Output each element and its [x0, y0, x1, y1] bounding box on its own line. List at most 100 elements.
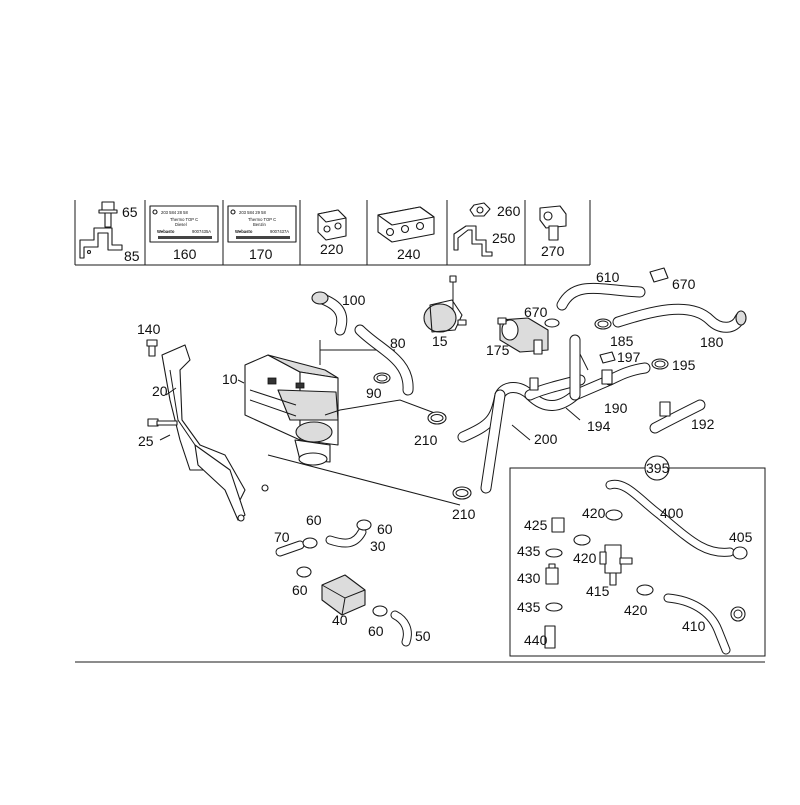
callout-140: 140 [137, 321, 161, 337]
hose-assembly-200 [457, 334, 651, 494]
bolt-25 [147, 418, 178, 427]
callout-80: 80 [390, 335, 406, 351]
label-diesel-code: 9007435A [192, 229, 211, 234]
pump-175 [497, 317, 549, 355]
clamp-670-upper [649, 267, 669, 283]
clamp-60-left [302, 537, 318, 549]
callout-85: 85 [124, 248, 140, 264]
parts-strip: 203 584 28 58 Thermo TOP C Diesel Webast… [74, 200, 591, 266]
hose-180 [612, 303, 747, 333]
callout-10: 10 [222, 371, 238, 387]
inset-395 [509, 455, 766, 657]
bolt-65 [98, 201, 118, 228]
callout-15: 15 [432, 333, 448, 349]
callout-170: 170 [249, 246, 273, 262]
label-diesel-line2: Diesel [175, 222, 187, 227]
label-diesel-brand: Webasto [157, 229, 175, 234]
callout-430: 430 [517, 570, 541, 586]
label-diesel-part-no: 203 584 28 58 [161, 210, 188, 215]
callout-200: 200 [534, 431, 558, 447]
callout-420-left: 420 [573, 550, 597, 566]
callout-60-d: 60 [368, 623, 384, 639]
callout-20: 20 [152, 383, 168, 399]
clamp-420-right [636, 584, 654, 596]
callouts: 65 85 160 170 220 240 260 250 270 100 80… [122, 203, 753, 648]
callout-190: 190 [604, 400, 628, 416]
label-benzin-line1: Thermo TOP C [248, 217, 276, 222]
callout-195: 195 [672, 357, 696, 373]
label-benzin-line2: Benzin [253, 222, 266, 227]
callout-90: 90 [366, 385, 382, 401]
clamp-210-upper [427, 411, 447, 425]
callout-435-upper: 435 [517, 543, 541, 559]
clamp-60-bottom [372, 605, 388, 617]
callout-415: 415 [586, 583, 610, 599]
callout-670-lower: 670 [524, 304, 548, 320]
label-benzin-part-no: 203 584 29 58 [239, 210, 266, 215]
callout-405: 405 [729, 529, 753, 545]
callout-192: 192 [691, 416, 715, 432]
tee-192 [649, 399, 706, 434]
callout-250: 250 [492, 230, 516, 246]
hose-410 [663, 593, 731, 655]
hose-70 [275, 540, 305, 557]
clamp-670-lower [544, 318, 560, 328]
callout-435-lower: 435 [517, 599, 541, 615]
heater-10 [244, 354, 339, 466]
clamp-195 [651, 358, 669, 370]
hose-100 [311, 291, 348, 336]
clamp-197 [599, 351, 616, 364]
callout-194: 194 [587, 418, 611, 434]
callout-180: 180 [700, 334, 724, 350]
callout-197: 197 [617, 349, 641, 365]
clamp-90 [373, 372, 391, 384]
callout-185: 185 [610, 333, 634, 349]
sleeve-440 [544, 625, 556, 649]
callout-210-upper: 210 [414, 432, 438, 448]
callout-25: 25 [138, 433, 154, 449]
callout-670-upper: 670 [672, 276, 696, 292]
callout-60-a: 60 [306, 512, 322, 528]
callout-410: 410 [682, 618, 706, 634]
callout-420-right: 420 [624, 602, 648, 618]
valve-415 [599, 544, 633, 586]
callout-220: 220 [320, 241, 344, 257]
clamp-210-lower [452, 486, 472, 500]
callout-440: 440 [524, 632, 548, 648]
callout-260: 260 [497, 203, 521, 219]
seal-ring-410 [730, 606, 746, 622]
clamp-60-mid [296, 566, 312, 578]
callout-40: 40 [332, 612, 348, 628]
hose-30 [325, 527, 367, 548]
callout-30: 30 [370, 538, 386, 554]
clamp-185 [594, 318, 612, 330]
callout-270: 270 [541, 243, 565, 259]
fitting-270 [539, 205, 567, 241]
grommet-240 [377, 206, 435, 243]
bracket-20 [161, 344, 269, 522]
callout-70: 70 [274, 529, 290, 545]
callout-175: 175 [486, 342, 510, 358]
callout-395: 395 [646, 460, 670, 476]
label-diesel-line1: Thermo TOP C [170, 217, 198, 222]
clamp-405 [732, 546, 748, 560]
callout-60-c: 60 [292, 582, 308, 598]
muffler-40 [321, 574, 366, 616]
clamp-60-right [356, 519, 372, 531]
clamp-435-upper [545, 548, 563, 558]
fitting-425 [551, 517, 565, 533]
nut-260 [469, 202, 491, 217]
clamp-420-top [605, 509, 623, 521]
hose-400 [605, 479, 735, 557]
callout-65: 65 [122, 204, 138, 220]
label-benzin-brand: Webasto [235, 229, 253, 234]
label-benzin: 203 584 29 58 Thermo TOP C Benzin Webast… [227, 205, 297, 243]
callout-100: 100 [342, 292, 366, 308]
hose-50 [390, 610, 412, 647]
callout-425: 425 [524, 517, 548, 533]
callout-50: 50 [415, 628, 431, 644]
callout-420-top: 420 [582, 505, 606, 521]
clamp-420-left [573, 534, 591, 546]
